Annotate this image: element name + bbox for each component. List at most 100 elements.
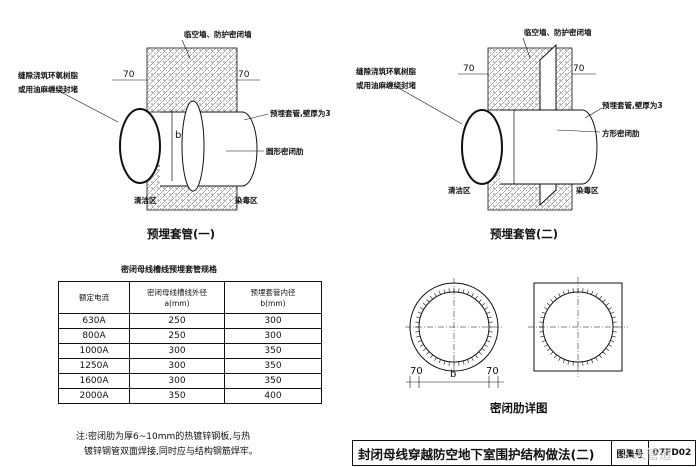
weld-tick: [448, 361, 450, 366]
weld-tick: [415, 331, 420, 333]
left-zone-toxic: 染毒区: [234, 195, 258, 205]
note-line-1: 注:密闭肋为厚6~10mm的热镀锌钢板,与热: [76, 432, 251, 442]
weld-tick: [462, 289, 465, 294]
weld-tick: [438, 359, 441, 364]
table-cell: 350: [224, 358, 322, 374]
left-rib-label: 圆形密闭肋: [266, 146, 304, 156]
detail-dim-left: 70: [410, 366, 423, 377]
weld-tick: [539, 331, 544, 333]
title-block: 封闭母线穿越防空地下室围护结构做法(二) 图集号 07FD02: [352, 440, 696, 466]
weld-tick: [554, 354, 557, 359]
weld-tick: [478, 299, 482, 303]
weld-tick: [586, 360, 589, 365]
weld-tick: [484, 344, 488, 347]
weld-tick: [416, 316, 421, 319]
weld-tick: [546, 303, 551, 306]
weld-tick: [562, 290, 565, 295]
weld-tick: [458, 361, 460, 366]
weld-tick: [541, 311, 546, 314]
weld-tick: [544, 344, 548, 347]
weld-tick: [572, 361, 574, 366]
weld-tick: [488, 321, 493, 323]
table-cell: 250: [129, 328, 225, 344]
weld-tick: [550, 299, 554, 303]
left-caption: 预埋套管(一): [147, 227, 215, 241]
weld-tick: [422, 348, 427, 351]
rib-detail: 70 b 70 密闭肋详图: [405, 277, 628, 415]
weld-tick: [611, 335, 616, 338]
right-caption: 预埋套管(二): [490, 227, 558, 241]
left-dim-70-b: 70: [238, 70, 250, 80]
table-header-cell: 额定电流: [58, 281, 130, 314]
weld-tick: [487, 335, 492, 338]
left-sleeve-pipe: [160, 111, 258, 187]
table-header-row: 额定电流 密闭母线槽线外径 a(mm) 预埋套管内径 b(mm): [58, 281, 322, 314]
left-zone-clean: 清洁区: [134, 195, 157, 205]
weld-tick: [554, 295, 557, 300]
weld-tick: [434, 293, 437, 297]
weld-tick: [417, 311, 422, 314]
weld-tick: [475, 295, 478, 300]
table-header-cell: 密闭母线槽线外径 a(mm): [129, 281, 225, 314]
weld-tick: [612, 321, 617, 323]
detail-square-rib-ticks: [539, 288, 617, 366]
table-header-cell: 预埋套管内径 b(mm): [224, 281, 322, 314]
drawing-title: 封闭母线穿越防空地下室围护结构做法(二): [353, 441, 612, 465]
table-cell: 1250A: [58, 358, 130, 374]
weld-tick: [443, 289, 446, 294]
weld-tick: [611, 316, 616, 319]
weld-tick: [586, 289, 589, 294]
weld-tick: [591, 359, 594, 364]
weld-tick: [612, 331, 617, 333]
weld-tick: [430, 354, 433, 359]
weld-tick: [544, 307, 548, 310]
table-cell: 2000A: [58, 388, 130, 404]
weld-tick: [481, 303, 486, 306]
weld-tick: [467, 290, 470, 295]
weld-tick: [602, 299, 606, 303]
weld-tick: [540, 316, 545, 319]
weld-tick: [610, 311, 615, 314]
right-pipe-opening: [461, 109, 503, 185]
weld-tick: [602, 351, 606, 355]
table-cell: 350: [224, 343, 322, 359]
weld-tick: [540, 335, 545, 338]
weld-tick: [471, 357, 474, 361]
left-dim-b: b: [175, 130, 181, 141]
weld-tick: [562, 359, 565, 364]
table-cell: 800A: [58, 328, 130, 344]
weld-tick: [426, 299, 430, 303]
right-figure: 70 70 临空墙、防护密闭墙 缝隙浇筑环氧树脂 或用油麻缠绕封堵 预埋套管,壁…: [356, 27, 663, 241]
detail-dim-b: b: [450, 369, 456, 380]
weld-tick: [488, 331, 493, 333]
left-dim-70-a: 70: [123, 70, 135, 80]
table-cell: 1000A: [58, 343, 130, 359]
weld-tick: [467, 359, 470, 364]
atlas-label: 图集号: [612, 441, 649, 465]
note-line-2: 镀锌钢管双面焊接,同时应与结构钢筋焊牢。: [84, 447, 258, 457]
left-sleeve-label: 预埋套管,壁厚为3: [270, 108, 331, 118]
weld-tick: [475, 354, 478, 359]
weld-tick: [608, 307, 612, 310]
table-cell: 400: [224, 388, 322, 404]
weld-tick: [486, 340, 491, 343]
note-text: 注:密闭肋为厚6~10mm的热镀锌钢板,与热 镀锌钢管双面焊接,同时应与结构钢筋…: [76, 430, 286, 460]
weld-tick: [426, 351, 430, 355]
weld-tick: [471, 293, 474, 297]
weld-tick: [541, 340, 546, 343]
right-seal-label-1: 缝隙浇筑环氧树脂: [356, 66, 416, 76]
weld-tick: [443, 360, 446, 365]
table-title: 密闭母线槽线预埋套管规格: [120, 264, 218, 274]
right-rib-label: 方形密闭肋: [602, 128, 640, 138]
detail-caption: 密闭肋详图: [489, 401, 548, 415]
weld-tick: [462, 360, 465, 365]
weld-tick: [417, 340, 422, 343]
detail-dim-right: 70: [486, 366, 499, 377]
weld-tick: [595, 293, 598, 297]
table-cell: 1600A: [58, 373, 130, 389]
left-figure: b 70 70 临空墙、防护密闭墙 缝隙浇筑环氧树脂 或用油麻缠绕封堵 预埋套管…: [18, 29, 331, 241]
weld-tick: [582, 361, 584, 366]
